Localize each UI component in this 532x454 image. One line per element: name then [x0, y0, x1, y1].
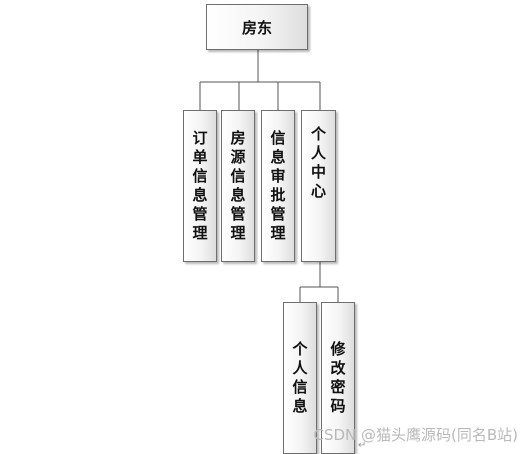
child-label-order: 订单信息管理	[192, 129, 208, 242]
child-label-review: 信息审批管理	[270, 129, 286, 242]
subchild-node-info: 个人信息	[283, 302, 317, 454]
return-mark: ↵	[358, 440, 367, 451]
child-label-center: 个人中心	[310, 125, 326, 200]
child-node-center: 个人中心	[301, 110, 336, 262]
child-node-source: 房源信息管理	[221, 110, 255, 262]
child-node-review: 信息审批管理	[261, 110, 295, 262]
root-label: 房东	[241, 18, 272, 37]
child-label-source: 房源信息管理	[230, 129, 246, 242]
watermark-text: CSDN @猫头鹰源码(同名B站)	[313, 426, 518, 444]
root-node: 房东	[206, 4, 308, 50]
subchild-label-password: 修改密码	[330, 340, 346, 415]
child-node-order: 订单信息管理	[183, 110, 217, 262]
subchild-label-info: 个人信息	[292, 340, 308, 415]
